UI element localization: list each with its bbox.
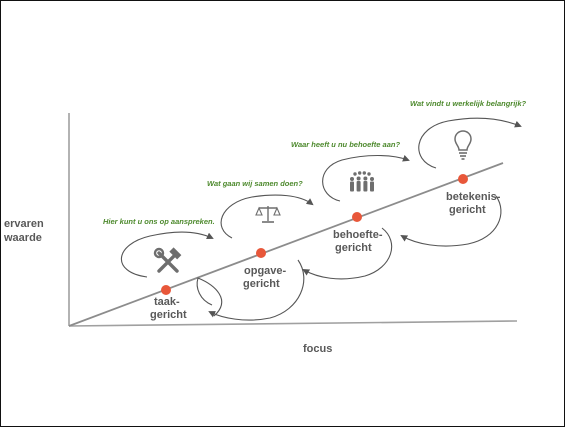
stage-point bbox=[161, 285, 171, 295]
cycle-arrow-upper bbox=[220, 194, 314, 239]
stage-meaning-oriented: Wat vindt u werkelijk belangrijk? beteke… bbox=[400, 99, 527, 247]
stage-task-assignment-oriented: Wat gaan wij samen doen? opgave- gericht bbox=[207, 179, 314, 321]
stage-question: Hier kunt u ons op aanspreken. bbox=[103, 217, 215, 226]
x-axis bbox=[68, 320, 518, 327]
balance-scale-icon bbox=[255, 206, 281, 223]
stage-label-line2: gericht bbox=[150, 309, 187, 321]
cycle-arrow-upper bbox=[120, 231, 214, 278]
tools-icon bbox=[153, 247, 182, 273]
group-of-people-icon bbox=[350, 171, 374, 192]
cycle-arrow-upper bbox=[322, 154, 410, 202]
cycle-arrow-upper bbox=[418, 117, 522, 169]
cycle-arrow-lower bbox=[196, 277, 223, 317]
y-axis-label-line1: ervaren bbox=[4, 218, 44, 230]
stage-task-oriented: Hier kunt u ons op aanspreken. taak- ger… bbox=[103, 217, 223, 321]
lightbulb-icon bbox=[454, 130, 472, 160]
y-axis-label-line2: waarde bbox=[3, 232, 42, 244]
stage-question: Waar heeft u nu behoefte aan? bbox=[291, 140, 400, 149]
stage-point bbox=[458, 174, 468, 184]
x-axis-label: focus bbox=[303, 343, 332, 355]
stage-point bbox=[352, 212, 362, 222]
stage-label-line1: behoefte- bbox=[333, 229, 383, 241]
stage-label-line2: gericht bbox=[449, 204, 486, 216]
stage-label-line2: gericht bbox=[243, 278, 280, 290]
cycle-arrow-lower bbox=[302, 227, 393, 280]
stage-question: Wat gaan wij samen doen? bbox=[207, 179, 303, 188]
trend-line bbox=[68, 162, 504, 327]
stage-point bbox=[256, 248, 266, 258]
stage-needs-oriented: Waar heeft u nu behoefte aan? behoefte- … bbox=[291, 140, 410, 280]
stage-label-line2: gericht bbox=[335, 242, 372, 254]
stage-label-line1: betekenis- bbox=[446, 191, 501, 203]
stage-label-line1: opgave- bbox=[244, 265, 287, 277]
cycle-arrow-lower bbox=[208, 259, 305, 321]
stage-question: Wat vindt u werkelijk belangrijk? bbox=[410, 99, 527, 108]
stage-label-line1: taak- bbox=[154, 296, 180, 308]
cycle-arrow-lower bbox=[400, 195, 502, 247]
